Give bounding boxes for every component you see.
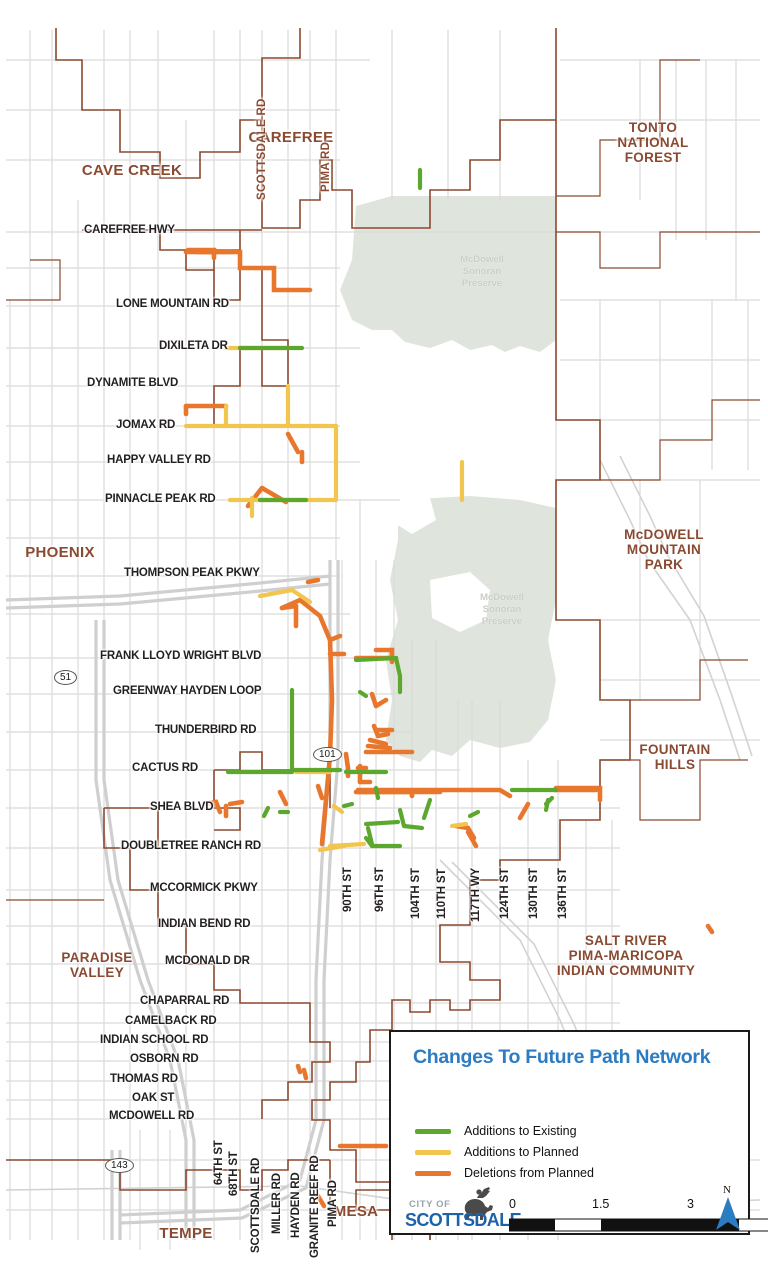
highway-shield-51: 51	[54, 670, 78, 685]
scale-bar-graphic	[509, 1218, 768, 1232]
north-arrow-label: N	[723, 1184, 731, 1196]
line-swatch-orange-icon	[415, 1170, 451, 1176]
highway-shield-143: 143	[105, 1158, 134, 1173]
legend-title: Changes To Future Path Network	[413, 1046, 711, 1068]
legend-label-additions-existing: Additions to Existing	[464, 1124, 577, 1138]
legend-item-additions-planned: Additions to Planned	[415, 1145, 579, 1159]
north-arrow-icon	[716, 1197, 740, 1230]
logo-scottsdale-text: SCOTTSDALE	[405, 1210, 522, 1230]
horse-rider-icon	[464, 1187, 493, 1220]
additions-to-existing-lines	[225, 167, 559, 849]
legend-item-additions-existing: Additions to Existing	[415, 1124, 577, 1138]
scale-tick-2: 3	[687, 1197, 694, 1211]
legend-label-additions-planned: Additions to Planned	[464, 1145, 579, 1159]
legend-label-deletions-planned: Deletions from Planned	[464, 1166, 594, 1180]
line-swatch-green-icon	[415, 1128, 451, 1134]
scale-tick-0: 0	[509, 1197, 516, 1211]
municipal-boundaries	[6, 28, 760, 1240]
legend-panel: Changes To Future Path Network Additions…	[389, 1030, 768, 1235]
legend-item-deletions-planned: Deletions from Planned	[415, 1166, 594, 1180]
mcdowell-sonoran-preserve	[340, 196, 556, 762]
line-swatch-yellow-icon	[415, 1149, 451, 1155]
logo-city-of-text: CITY OF	[409, 1199, 451, 1210]
scale-tick-1: 1.5	[592, 1197, 610, 1211]
north-arrow: N	[712, 1184, 746, 1232]
highway-shield-101: 101	[313, 747, 342, 762]
city-of-scottsdale-logo: CITY OF SCOTTSDALE	[404, 1186, 522, 1232]
